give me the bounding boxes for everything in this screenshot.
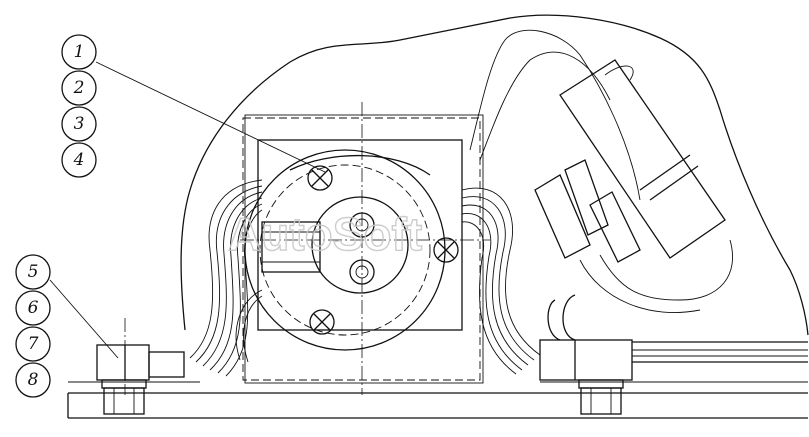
callout-3: 3 [61, 106, 97, 142]
wire-bundle-left [189, 179, 263, 377]
svg-text:8: 8 [28, 370, 39, 390]
screw-top [307, 165, 333, 191]
screw-right [433, 237, 459, 263]
break-out-outline [180, 14, 809, 336]
connector-right [539, 294, 633, 415]
svg-text:2: 2 [73, 78, 85, 98]
callout-5: 5 [15, 254, 51, 290]
callout-7: 7 [15, 326, 51, 362]
cable-rail [632, 341, 808, 363]
cable-terminals [534, 159, 733, 313]
svg-text:6: 6 [28, 298, 39, 318]
rotor-assembly [244, 149, 446, 351]
svg-text:5: 5 [28, 262, 39, 282]
svg-text:1: 1 [74, 42, 85, 62]
leader-line-5 [49, 279, 119, 359]
svg-text:4: 4 [73, 150, 85, 170]
callout-8: 8 [15, 362, 51, 398]
leader-line-1 [95, 61, 326, 173]
svg-text:3: 3 [74, 114, 85, 134]
base-plate [67, 381, 808, 419]
callout-2: 2 [61, 70, 97, 106]
callout-6: 6 [15, 290, 51, 326]
callout-4: 4 [61, 142, 97, 178]
capacitor [559, 59, 726, 259]
screw-bottom [309, 309, 335, 335]
svg-text:7: 7 [28, 334, 39, 354]
watermark: AutoSoft [228, 208, 422, 260]
wire-bundle-right [461, 29, 641, 375]
callout-1: 1 [61, 34, 97, 70]
connector-left [96, 344, 185, 415]
